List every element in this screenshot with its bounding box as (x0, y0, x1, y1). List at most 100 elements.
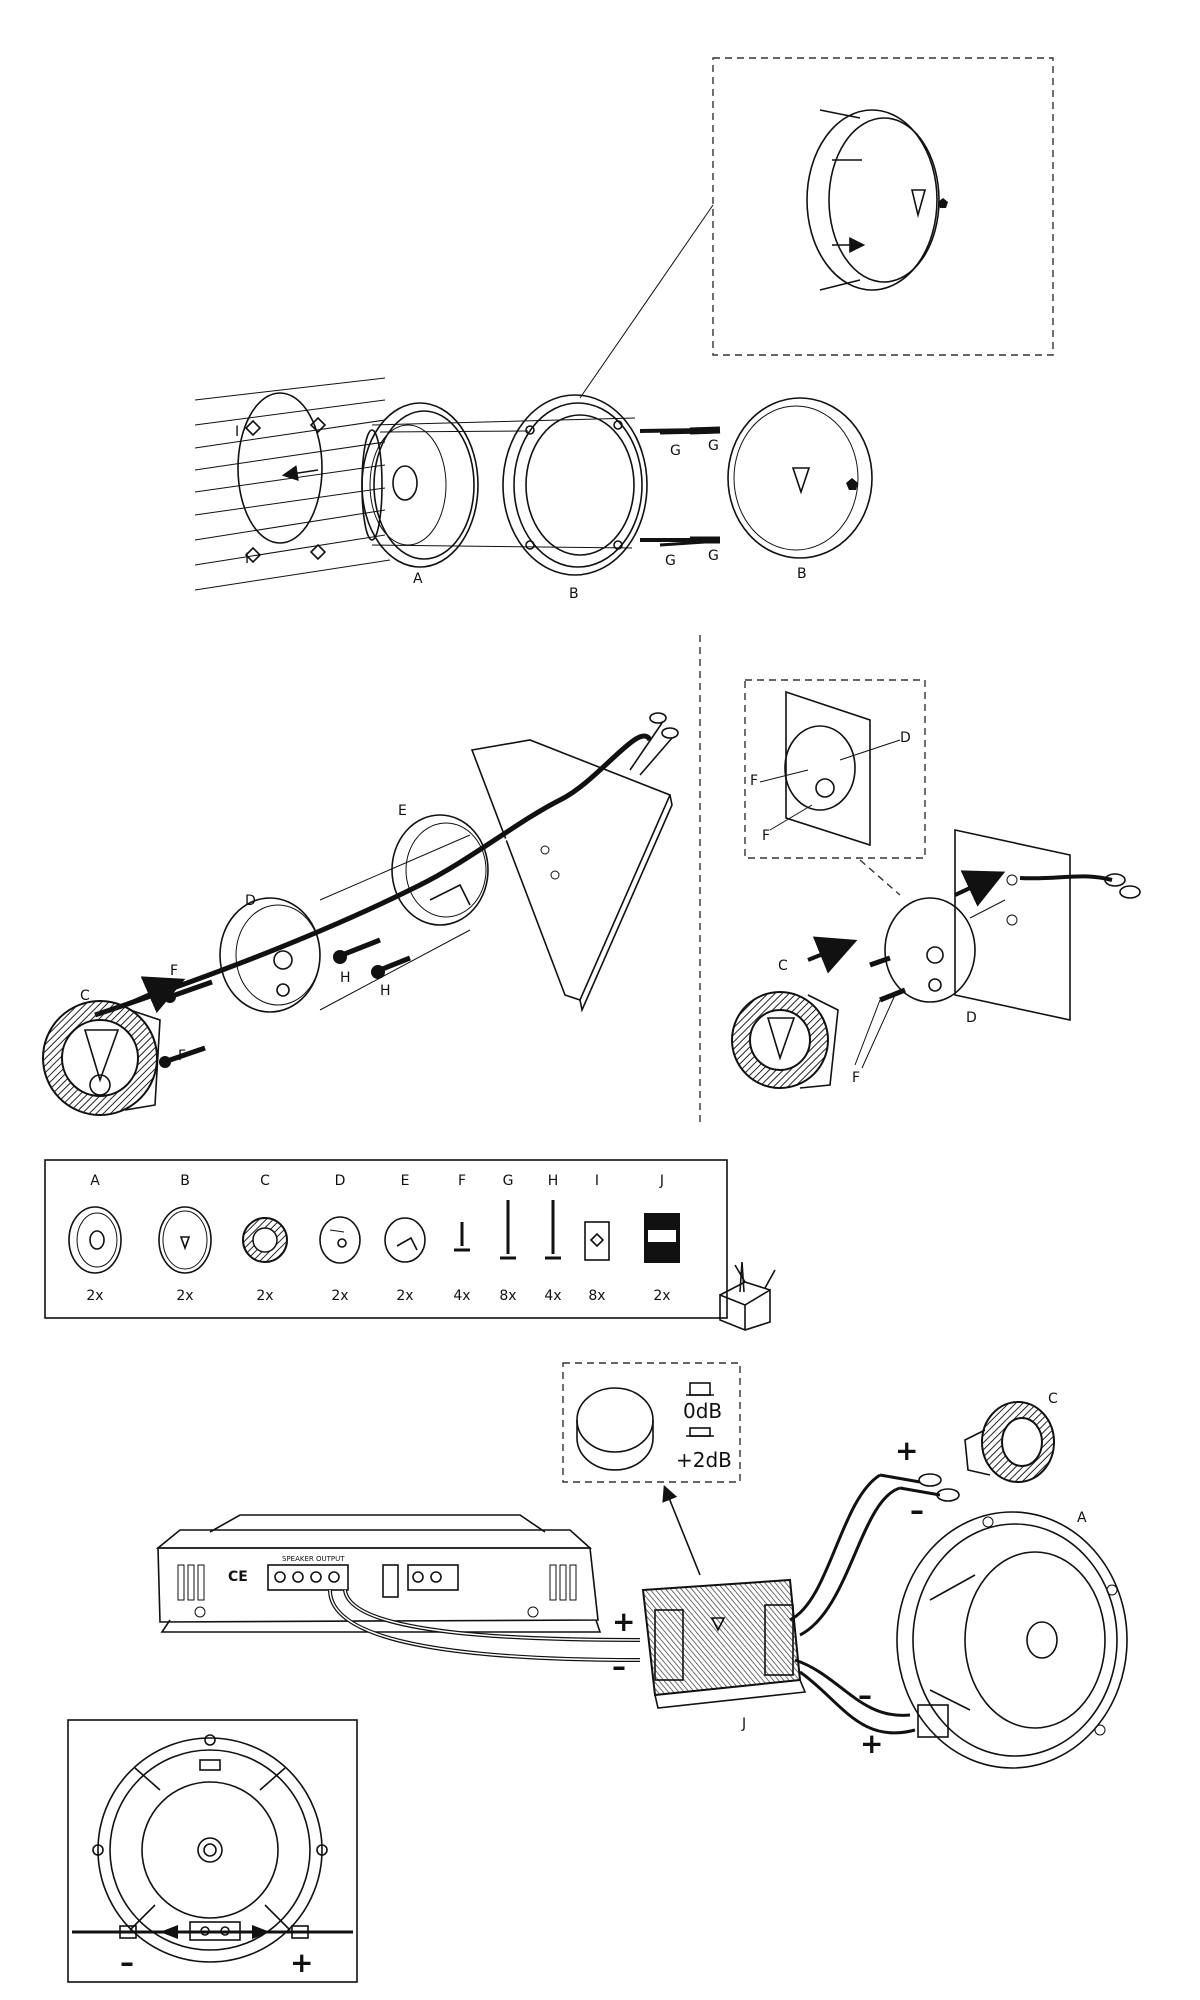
tweeter-icon (42, 1000, 161, 1116)
tweeter-icon (242, 1217, 288, 1263)
tweeter-plus-label: + (895, 1434, 918, 1467)
screw-icon (545, 1200, 561, 1260)
jumper-2db-label: +2dB (676, 1448, 732, 1472)
parts-item: A 2x (68, 1173, 122, 1304)
long-screw-icon (639, 426, 721, 547)
screw-icon (333, 937, 411, 979)
tweeter-surface-section: D F F C D F (731, 679, 1141, 1089)
woofer-install-section: A B B G G G G I I (194, 57, 1054, 602)
parts-item-qty: 2x (176, 1288, 193, 1304)
tweeter-minus-label: – (910, 1494, 924, 1527)
label-inset-f-2: F (762, 828, 770, 844)
polarity-minus-label: – (120, 1946, 134, 1979)
parts-item-qty: 2x (86, 1288, 103, 1304)
long-screw-icon (500, 1200, 516, 1260)
parts-item: D2x (319, 1173, 361, 1304)
label-cup-surface: D (966, 1010, 977, 1026)
label-screw-h-2: H (380, 983, 391, 999)
parts-item-letter: B (180, 1173, 190, 1189)
parts-item-qty: 2x (331, 1288, 348, 1304)
tweeter-icon-2 (731, 991, 839, 1089)
parts-item-letter: A (90, 1173, 100, 1189)
woofer-icon-2 (896, 1511, 1128, 1769)
flush-ring-icon (391, 814, 489, 926)
label-woofer-wiring: A (1077, 1510, 1087, 1526)
parts-item-letter: I (595, 1173, 599, 1189)
crossover-icon (641, 1578, 807, 1709)
parts-item: I8x (584, 1173, 610, 1304)
polarity-plus-label: + (290, 1946, 313, 1979)
label-screw-g-1: G (670, 443, 681, 459)
label-screw-g-3: G (665, 553, 676, 569)
parts-item-qty: 4x (453, 1288, 470, 1304)
wiring-section: 0dB +2dB CE SPEAKER OUTPUT + – (155, 1362, 1128, 1769)
svg-text:SPEAKER OUTPUT: SPEAKER OUTPUT (282, 1555, 345, 1563)
parts-item: H4x (544, 1173, 561, 1304)
grille-detail-inset (712, 57, 1054, 356)
parts-item: J 2x (644, 1173, 680, 1304)
label-screw-h-1: H (340, 970, 351, 986)
parts-item-qty: 8x (499, 1288, 516, 1304)
tweeter-icon-3 (964, 1401, 1055, 1483)
label-inset-cup: D (900, 730, 911, 746)
amp-minus-label: – (612, 1650, 626, 1683)
woofer-icon (68, 1206, 122, 1274)
flush-ring-icon (384, 1217, 426, 1263)
short-screw-icon (454, 1222, 470, 1252)
label-flush-ring: E (398, 803, 407, 819)
parts-item-qty: 4x (544, 1288, 561, 1304)
parts-item-qty: 2x (396, 1288, 413, 1304)
label-screw-f-2: F (178, 1048, 186, 1064)
label-screw-g-4: G (708, 548, 719, 564)
label-tweeter-flush: C (80, 988, 90, 1004)
woofer-rear-icon (92, 1734, 328, 1963)
parts-item-qty: 2x (653, 1288, 670, 1304)
terminal-strip-icon (72, 1921, 353, 1941)
inset-pointer-arrow (662, 1485, 701, 1576)
parts-item-letter: F (458, 1173, 466, 1189)
clip-icon (584, 1221, 610, 1261)
box-icon (719, 1261, 776, 1331)
door-panel (194, 377, 391, 591)
alignment-lines (371, 417, 636, 549)
mounting-ring-icon (502, 394, 648, 576)
label-crossover: J (741, 1716, 746, 1732)
woofer-plus-label: + (860, 1727, 883, 1760)
polarity-inset: – + (67, 1719, 358, 1983)
jumper-setting-inset (562, 1362, 741, 1483)
parts-item-qty: 2x (256, 1288, 273, 1304)
surface-cup-inset (744, 679, 926, 859)
label-clip-i-1: I (235, 424, 239, 440)
woofer-minus-label: – (858, 1679, 872, 1712)
parts-item-letter: C (260, 1173, 270, 1189)
label-cup-flush: D (245, 893, 256, 909)
crossover-icon (644, 1213, 680, 1263)
parts-item-letter: J (659, 1173, 664, 1189)
mounting-wall (470, 739, 672, 1001)
jumper-0db-icon (686, 1382, 714, 1396)
parts-item-letter: G (503, 1173, 514, 1189)
polarity-inset-frame (67, 1719, 358, 1983)
tweeter-flush-section: C D E F F H H (42, 712, 679, 1116)
mounting-clip-icon (244, 416, 327, 564)
parts-item: C 2x (242, 1173, 288, 1304)
jumper-0db-label: 0dB (683, 1399, 722, 1423)
inset-surface-cup-icon (759, 690, 901, 847)
amplifier-icon: CE SPEAKER OUTPUT (155, 1514, 602, 1633)
grille-icon (158, 1206, 212, 1274)
short-screw-icon (159, 979, 213, 1068)
parts-box-frame (44, 1159, 728, 1319)
label-woofer: A (413, 571, 423, 587)
label-grille: B (797, 566, 807, 582)
parts-item: G 8x (499, 1173, 516, 1304)
grille-snapped-icon (806, 109, 948, 291)
grille-icon (727, 397, 873, 559)
ce-mark: CE (228, 1569, 248, 1585)
parts-item: B 2x (158, 1173, 212, 1304)
parts-item: E2x (384, 1173, 426, 1304)
wire-leads (629, 722, 673, 776)
woofer-icon (361, 402, 479, 568)
label-screw-f-surface: F (852, 1070, 860, 1086)
